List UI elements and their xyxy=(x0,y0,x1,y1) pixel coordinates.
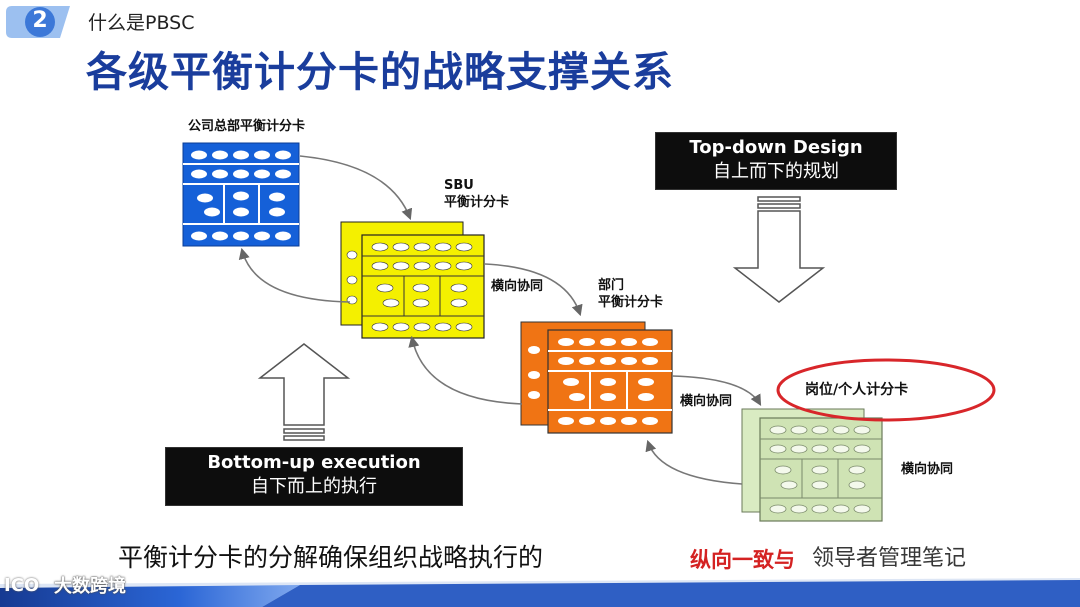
section-badge xyxy=(6,6,70,38)
sbu-scorecard xyxy=(340,221,485,339)
sbu-label-line2: 平衡计分卡 xyxy=(444,195,510,210)
hq-scorecard xyxy=(182,142,300,247)
section-title: 什么是PBSC xyxy=(88,12,195,34)
watermark-left: 大数跨境 xyxy=(54,576,126,597)
bottom-up-arrow xyxy=(257,343,351,441)
horizontal-sync-label-3: 横向协同 xyxy=(901,462,954,477)
highlight-ellipse xyxy=(776,358,996,422)
flow-arrows xyxy=(238,155,762,485)
position-label: 岗位/个人计分卡 xyxy=(805,382,909,398)
top-down-title: Top-down Design xyxy=(689,137,863,158)
top-down-arrow xyxy=(732,196,826,303)
watermark-right: 领导者管理笔记 xyxy=(812,546,967,571)
page-title: 各级平衡计分卡的战略支撑关系 xyxy=(86,48,674,96)
dept-label-line2: 平衡计分卡 xyxy=(598,295,664,310)
footer-statement: 平衡计分卡的分解确保组织战略执行的 xyxy=(118,543,544,572)
footer-highlight: 纵向一致与 xyxy=(690,548,795,572)
dept-label-line1: 部门 xyxy=(598,278,625,293)
horizontal-sync-label-1: 横向协同 xyxy=(491,279,544,294)
hq-label: 公司总部平衡计分卡 xyxy=(188,119,306,134)
bottom-up-title: Bottom-up execution xyxy=(207,452,421,473)
position-scorecard xyxy=(741,408,883,522)
sbu-label-line1: SBU xyxy=(444,178,474,193)
top-down-subtitle: 自上而下的规划 xyxy=(713,161,839,182)
bottom-up-subtitle: 自下而上的执行 xyxy=(251,476,377,497)
footer-band xyxy=(0,578,1080,607)
dept-scorecard xyxy=(520,321,673,434)
bottom-up-box: Bottom-up execution 自下而上的执行 xyxy=(165,447,463,506)
watermark-logo: ICO xyxy=(4,575,40,596)
section-number: 2 xyxy=(32,8,48,33)
horizontal-sync-label-2: 横向协同 xyxy=(680,394,733,409)
top-down-box: Top-down Design 自上而下的规划 xyxy=(655,132,897,190)
